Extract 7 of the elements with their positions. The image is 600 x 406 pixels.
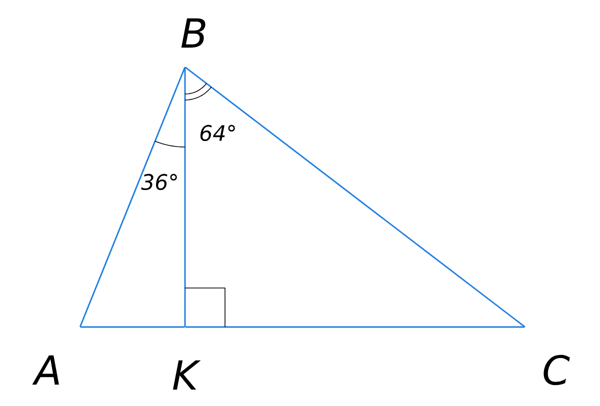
triangle-side: [184, 66, 526, 328]
angle-label: 36°: [141, 174, 177, 190]
triangle-side: [184, 67, 186, 327]
triangle-side: [80, 326, 185, 328]
angle-label: 64°: [200, 124, 235, 142]
triangle-side: [185, 326, 525, 328]
triangle-side: [79, 66, 186, 328]
